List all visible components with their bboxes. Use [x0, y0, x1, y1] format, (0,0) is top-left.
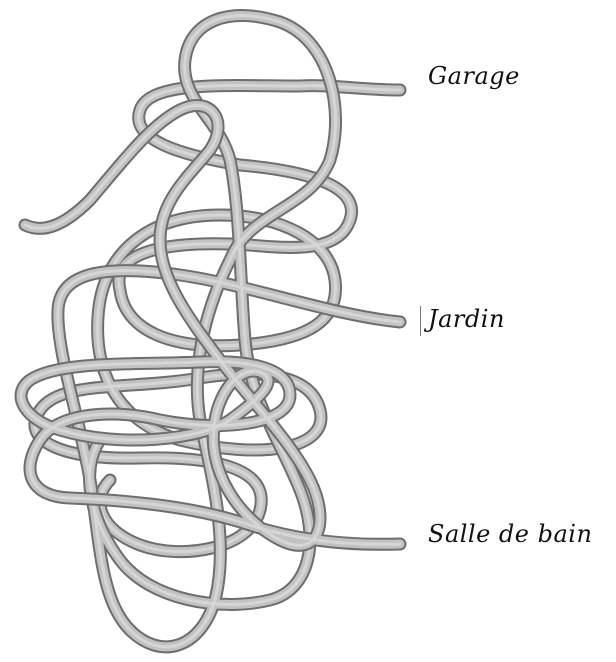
rope-jardin — [58, 16, 400, 647]
label-salle-de-bain: Salle de bain — [428, 520, 593, 548]
label-garage: Garage — [428, 62, 520, 90]
jardin-marker-line — [420, 306, 421, 336]
label-jardin: Jardin — [428, 305, 505, 333]
